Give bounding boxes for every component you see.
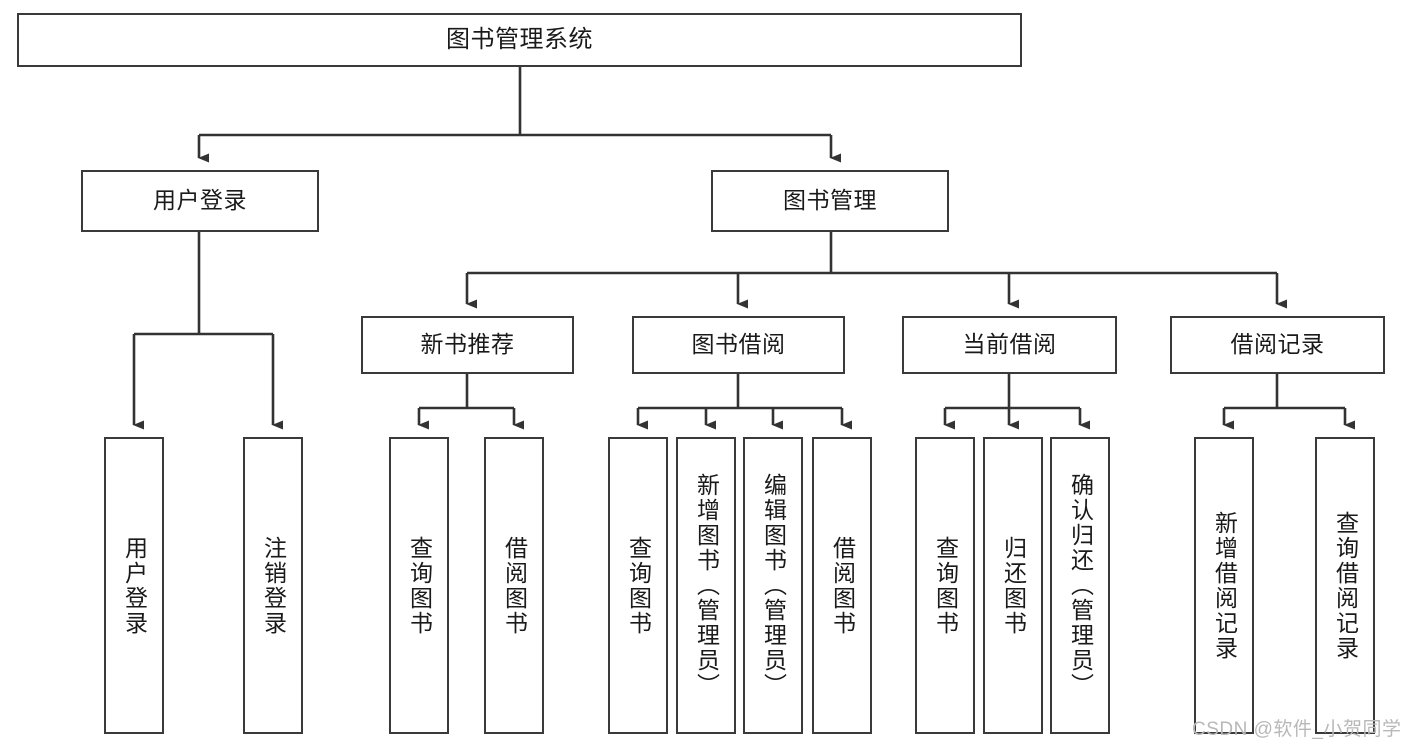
node-leaf-query-book-3-label: 查询图书: [932, 535, 959, 636]
node-leaf-logout[interactable]: 注销登录: [243, 437, 303, 734]
node-leaf-add-record-label: 新增借阅记录: [1211, 510, 1238, 661]
node-leaf-add-book-label: 新增图书（管理员）: [693, 473, 720, 698]
node-leaf-edit-book-label: 编辑图书（管理员）: [760, 473, 787, 698]
node-leaf-borrow-book-1[interactable]: 借阅图书: [484, 437, 544, 734]
node-leaf-return-book-label: 归还图书: [1000, 535, 1027, 636]
node-leaf-query-book-1-label: 查询图书: [406, 535, 433, 636]
node-root-label: 图书管理系统: [446, 25, 593, 53]
node-new-book-rec-label: 新书推荐: [420, 331, 515, 358]
node-book-borrow[interactable]: 图书借阅: [632, 316, 845, 374]
node-leaf-borrow-book-2[interactable]: 借阅图书: [812, 437, 872, 734]
node-book-borrow-label: 图书借阅: [691, 331, 786, 358]
node-leaf-confirm-return-label: 确认归还（管理员）: [1067, 473, 1094, 698]
node-borrow-record[interactable]: 借阅记录: [1170, 316, 1385, 374]
node-current-borrow-label: 当前借阅: [962, 331, 1057, 358]
node-leaf-query-record-label: 查询借阅记录: [1332, 510, 1359, 661]
node-leaf-add-book[interactable]: 新增图书（管理员）: [676, 437, 736, 734]
node-leaf-borrow-book-1-label: 借阅图书: [501, 535, 528, 636]
node-leaf-borrow-book-2-label: 借阅图书: [829, 535, 856, 636]
node-user-login[interactable]: 用户登录: [81, 170, 319, 232]
node-leaf-logout-label: 注销登录: [260, 535, 287, 636]
watermark: CSDN @软件_小贺同学: [1192, 719, 1402, 740]
node-leaf-query-book-3[interactable]: 查询图书: [915, 437, 975, 734]
node-book-manage[interactable]: 图书管理: [711, 170, 949, 232]
node-new-book-rec[interactable]: 新书推荐: [361, 316, 574, 374]
node-root[interactable]: 图书管理系统: [17, 13, 1022, 67]
node-leaf-user-login[interactable]: 用户登录: [104, 437, 164, 734]
node-borrow-record-label: 借阅记录: [1230, 331, 1325, 358]
node-leaf-query-book-2[interactable]: 查询图书: [608, 437, 668, 734]
node-leaf-add-record[interactable]: 新增借阅记录: [1194, 437, 1254, 734]
node-leaf-query-book-1[interactable]: 查询图书: [389, 437, 449, 734]
node-current-borrow[interactable]: 当前借阅: [902, 316, 1117, 374]
node-leaf-user-login-label: 用户登录: [121, 535, 148, 636]
node-leaf-return-book[interactable]: 归还图书: [983, 437, 1043, 734]
node-leaf-edit-book[interactable]: 编辑图书（管理员）: [743, 437, 803, 734]
node-user-login-label: 用户登录: [153, 187, 247, 214]
node-leaf-confirm-return[interactable]: 确认归还（管理员）: [1050, 437, 1110, 734]
node-book-manage-label: 图书管理: [783, 187, 877, 214]
node-leaf-query-book-2-label: 查询图书: [625, 535, 652, 636]
node-leaf-query-record[interactable]: 查询借阅记录: [1315, 437, 1375, 734]
